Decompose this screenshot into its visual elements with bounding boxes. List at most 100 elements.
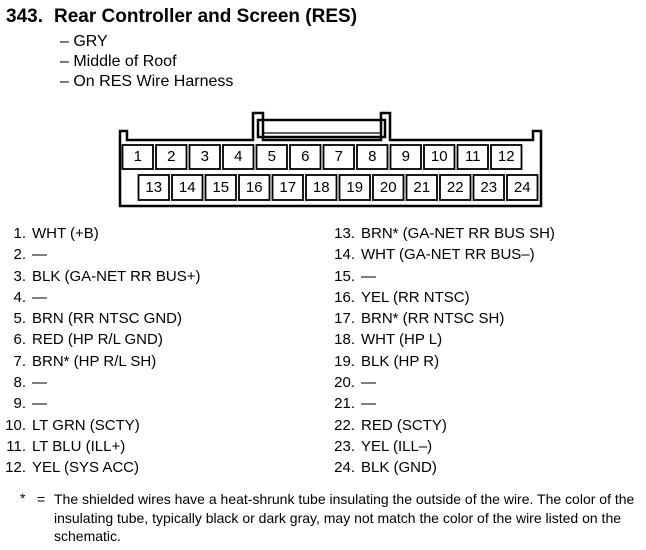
pin-number-9: 9 [401,148,410,165]
connector-cell-20 [372,174,405,201]
connector-cell-18 [305,174,338,201]
pin-entry-number: 11. [6,437,26,455]
pin-number-7: 7 [334,148,343,165]
pin-entry-label: — [361,374,376,392]
detail-color: – GRY [60,33,108,50]
connector-cell-15 [204,174,237,201]
connector-cell-14 [171,174,204,201]
pin-number-23: 23 [480,179,498,196]
pin-entry-label: BRN* (RR NTSC SH) [361,310,505,328]
pin-number-3: 3 [200,148,209,165]
pin-number-6: 6 [301,148,310,165]
pin-entry: 3.BLK (GA-NET RR BUS+) [2,266,201,287]
pin-entry-number: 7. [13,352,26,370]
pin-entry: 14. WHT (GA-NET RR BUS–) [331,244,555,265]
pin-entry-label: RED (HP R/L GND) [32,331,163,349]
pin-entry-label: YEL (SYS ACC) [32,459,139,477]
connector-cell-1 [121,144,154,170]
section-number: 343. [6,6,43,27]
pin-number-4: 4 [234,148,243,165]
pin-number-20: 20 [379,179,397,196]
connector-cell-17 [271,174,304,201]
pin-entry: 24.BLK (GND) [331,457,555,478]
pin-number-8: 8 [368,148,377,165]
pin-entry-number: 16. [334,288,355,306]
connector-diagram [118,111,543,208]
pin-entry-label: YEL (RR NTSC) [361,288,470,306]
pin-entry: 4. — [2,287,201,308]
pin-entry: 10.LT GRN (SCTY) [2,415,201,436]
pin-entry-label: WHT (HP L) [361,331,443,349]
connector-cell-8 [356,144,389,170]
pin-number-15: 15 [212,179,230,196]
pin-entry-label: BRN* (HP R/L SH) [32,352,157,370]
connector-cell-21 [405,174,438,201]
pin-entry-label: WHT (GA-NET RR BUS–) [361,246,535,264]
pin-entry-number: 19. [334,352,355,370]
pin-entry-number: 13. [334,225,355,242]
pin-entry-label: YEL (ILL–) [361,437,433,455]
pin-entry-number: 4. [13,288,26,306]
pin-entry-number: 21. [334,395,355,413]
connector-cell-16 [238,174,271,201]
pin-entry: 23. YEL (ILL–) [331,436,555,457]
footnote-text: The shielded wires have a heat-shrunk tu… [54,491,635,544]
connector-cell-22 [439,174,472,201]
pin-entry-number: 22. [334,416,355,434]
pin-entry: 22.RED (SCTY) [331,415,555,436]
pin-entry: 8.— [2,372,201,393]
pin-entry: 15.— [331,266,555,287]
pin-entry-label: LT GRN (SCTY) [32,416,140,434]
pin-entry-number: 14. [334,246,355,264]
pin-entry-label: BLK (GND) [361,459,437,477]
pin-entry-number: 6. [13,331,26,349]
pin-entry-label: BLK (GA-NET RR BUS+) [32,267,201,285]
pin-number-17: 17 [279,179,297,196]
pin-entry: 20.— [331,372,555,393]
pin-entry: 21.— [331,393,555,414]
pin-entry: 1.WHT (+B) [2,223,201,244]
pin-entry-label: — [32,288,47,306]
section-title: 343. Rear Controller and Screen (RES) [6,6,357,28]
pin-entry: 7. BRN* (HP R/L SH) [2,351,201,372]
pin-number-2: 2 [167,148,176,165]
pin-entry-label: BRN* (GA-NET RR BUS SH) [361,225,555,242]
connector-cell-19 [338,174,371,201]
pin-number-13: 13 [145,179,163,196]
pin-entry: 6. RED (HP R/L GND) [2,329,201,350]
pin-number-12: 12 [497,148,515,165]
pin-number-16: 16 [245,179,263,196]
pin-entry-label: WHT (+B) [32,225,99,242]
footnote-equals: = [37,491,46,507]
pin-number-19: 19 [346,179,364,196]
connector-cell-7 [322,144,355,170]
pin-entry-number: 12. [5,459,26,477]
pin-entry: 17.BRN* (RR NTSC SH) [331,308,555,329]
pin-entry-label: — [361,267,376,285]
connector-cell-2 [155,144,188,170]
connector-cell-9 [389,144,422,170]
pin-entry: 11.LT BLU (ILL+) [2,436,201,457]
pin-entry: 16. YEL (RR NTSC) [331,287,555,308]
pin-entry-label: BRN (RR NTSC GND) [32,310,182,328]
detail-harness: – On RES Wire Harness [60,73,234,90]
pin-entry-number: 18. [334,331,355,349]
connector-cell-4 [222,144,255,170]
connector-cell-13 [137,174,170,201]
connector-housing [118,111,543,208]
pin-entry-label: — [32,395,47,413]
detail-location: – Middle of Roof [60,53,177,70]
pin-entry: 9.— [2,393,201,414]
connector-cell-11 [456,144,489,170]
section-title-text: Rear Controller and Screen (RES) [54,6,358,27]
pin-number-11: 11 [464,148,481,165]
connector-cell-12 [490,144,523,170]
connector-cell-24 [506,174,539,201]
pin-entry: 12. YEL (SYS ACC) [2,457,201,478]
pin-entry: 5.BRN (RR NTSC GND) [2,308,201,329]
pin-entry: 18. WHT (HP L) [331,329,555,350]
connector-latch [256,118,387,139]
pin-number-18: 18 [312,179,330,196]
pin-entry-number: 23. [334,437,355,455]
connector-cell-5 [255,144,288,170]
